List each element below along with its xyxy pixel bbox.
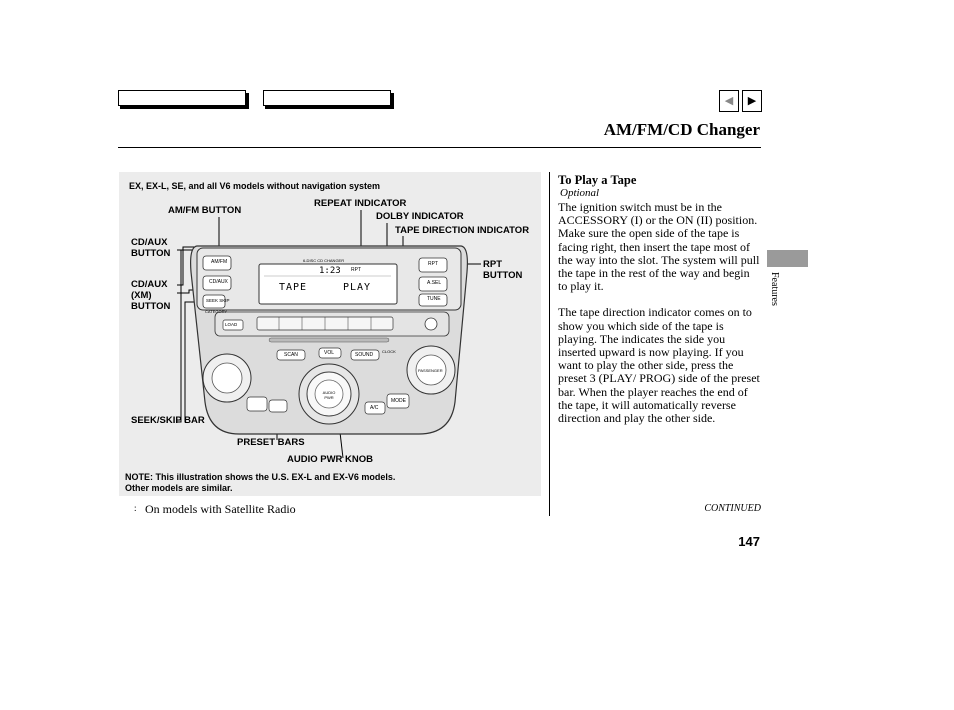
panel-a-sel[interactable]: A.SEL [427, 280, 442, 286]
label-am-fm-button: AM/FM BUTTON [168, 205, 242, 216]
panel-mode[interactable]: MODE [391, 398, 406, 404]
nav-box-right[interactable] [263, 90, 394, 109]
footnote-marker: : [134, 503, 137, 513]
prev-page-arrow-icon[interactable]: ◀ [719, 90, 739, 112]
section-heading: To Play a Tape [558, 173, 637, 187]
label-dolby-indicator: DOLBY INDICATOR [376, 211, 464, 222]
panel-cd-aux[interactable]: CD/AUX [209, 279, 228, 285]
panel-passenger: PASSENGER [418, 368, 443, 373]
figure-caption: EX, EX-L, SE, and all V6 models without … [129, 181, 381, 191]
panel-tune[interactable]: TUNE [427, 296, 441, 302]
continued-label: CONTINUED [704, 503, 761, 514]
panel-scan[interactable]: SCAN [284, 352, 298, 358]
section-body: The ignition switch must be in the ACCES… [558, 200, 761, 426]
page-title: AM/FM/CD Changer [603, 120, 760, 139]
side-tab-label: Features [769, 272, 780, 306]
paragraph-tape-direction: The tape direction indicator comes on to… [558, 305, 760, 426]
next-page-arrow-icon[interactable]: ▶ [742, 90, 762, 112]
panel-vol[interactable]: VOL [324, 350, 335, 356]
column-divider [549, 172, 550, 516]
side-tab [767, 250, 808, 267]
nav-box-left[interactable] [118, 90, 249, 109]
display-rpt: RPT [351, 267, 361, 273]
label-seek-skip-bar: SEEK/SKIP BAR [131, 415, 205, 426]
label-audio-pwr-knob: AUDIO PWR KNOB [287, 454, 374, 465]
panel-rpt[interactable]: RPT [428, 261, 438, 267]
display-status: PLAY [343, 282, 372, 293]
optional-label: Optional [560, 187, 600, 199]
panel-changer: 6-DISC CD CHANGER [303, 258, 345, 263]
panel-sound[interactable]: SOUND [355, 352, 374, 358]
panel-load[interactable]: LOAD [225, 322, 238, 327]
label-cd-aux-button: CD/AUX BUTTON [131, 237, 171, 259]
display-time: 1:23 [319, 266, 341, 276]
panel-clock[interactable]: CLOCK [382, 349, 396, 354]
panel-category: CATEGORY [205, 309, 228, 314]
radio-figure: EX, EX-L, SE, and all V6 models without … [119, 172, 541, 496]
label-preset-bars: PRESET BARS [237, 437, 305, 448]
label-tape-direction-indicator: TAPE DIRECTION INDICATOR [395, 225, 530, 236]
panel-seek-skip[interactable]: SEEK SKIP [206, 298, 230, 303]
radio-unit-illustration [177, 210, 481, 459]
footnote-text: On models with Satellite Radio [145, 502, 296, 516]
paragraph-insert-tape: The ignition switch must be in the ACCES… [558, 200, 760, 294]
panel-audio-pwr[interactable]: AUDIO PWR [322, 390, 336, 400]
page-number: 147 [738, 534, 760, 549]
figure-note: NOTE: This illustration shows the U.S. E… [125, 472, 396, 493]
panel-am-fm[interactable]: AM/FM [211, 259, 228, 265]
panel-a-c[interactable]: A/C [370, 405, 379, 411]
label-cd-aux-xm-button: CD/AUX (XM) BUTTON [131, 279, 171, 312]
display-mode: TAPE [279, 282, 308, 293]
label-repeat-indicator: REPEAT INDICATOR [314, 198, 407, 209]
title-rule [118, 147, 761, 148]
label-rpt-button: RPT BUTTON [483, 259, 523, 281]
